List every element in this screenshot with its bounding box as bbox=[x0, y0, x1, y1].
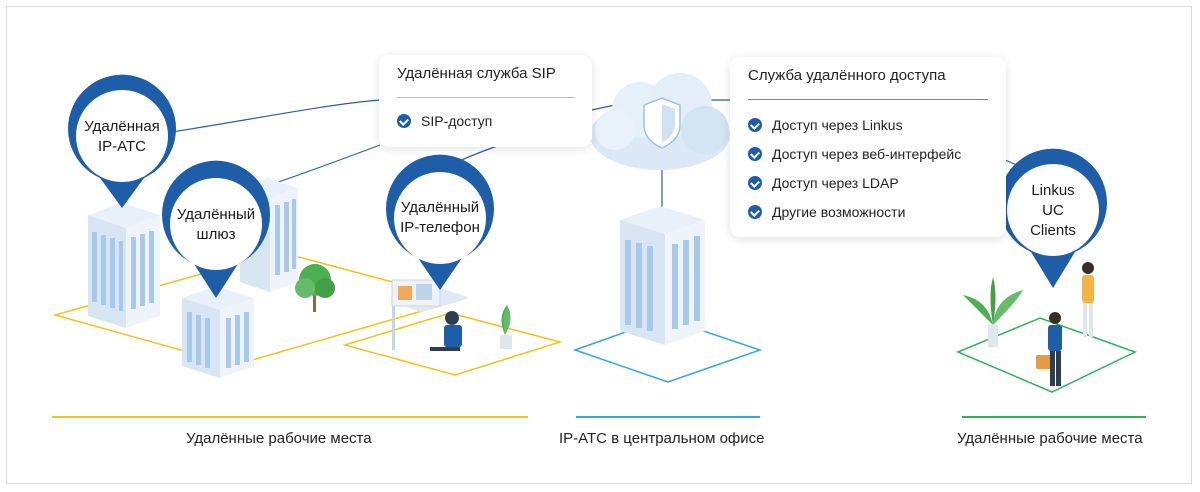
workspace-scene bbox=[390, 279, 512, 351]
card-divider bbox=[748, 99, 988, 100]
remote-pbx-building bbox=[88, 203, 160, 328]
card-item: Другие возможности bbox=[748, 204, 905, 220]
pin-label-line: Удалённый bbox=[400, 199, 480, 216]
check-icon bbox=[748, 176, 762, 190]
card-item-label: Другие возможности bbox=[772, 204, 906, 220]
office-building-small bbox=[182, 286, 254, 378]
sip-service-card: Удалённая служба SIP SIP-доступ bbox=[379, 55, 592, 147]
right-section-bar bbox=[962, 416, 1146, 418]
card-divider bbox=[397, 97, 575, 98]
caption-left: Удалённые рабочие места bbox=[186, 430, 372, 447]
remote-access-card: Служба удалённого доступа Доступ через L… bbox=[730, 57, 1006, 237]
card-item-label: Доступ через веб-интерфейс bbox=[772, 146, 962, 162]
check-icon bbox=[748, 147, 762, 161]
pin-label-line: Linkus bbox=[1031, 182, 1075, 199]
left-section-bar bbox=[52, 416, 528, 418]
check-icon bbox=[397, 114, 411, 128]
pin-label-line: IP-АТС bbox=[98, 138, 146, 155]
pin-label-line: Удалённый bbox=[176, 206, 256, 223]
pin-remote-pbx bbox=[68, 74, 176, 209]
check-icon bbox=[748, 118, 762, 132]
card-item: SIP-доступ bbox=[397, 113, 492, 129]
caption-center: IP-АТС в центральном офисе bbox=[559, 430, 765, 447]
card-item-label: Доступ через LDAP bbox=[772, 175, 899, 191]
card-title: Удалённая служба SIP bbox=[397, 65, 556, 82]
card-item: Доступ через LDAP bbox=[748, 175, 899, 191]
card-item-label: Доступ через Linkus bbox=[772, 117, 903, 133]
check-icon bbox=[748, 205, 762, 219]
pin-label-remote-pbx: Удалённая IP-АТС bbox=[72, 117, 172, 157]
pin-label-linkus: Linkus UC Clients bbox=[1003, 181, 1103, 241]
line-pbx-to-sip bbox=[171, 99, 381, 133]
pin-label-remote-gateway: Удалённый шлюз bbox=[166, 205, 266, 245]
pin-label-line: Удалённая bbox=[84, 118, 160, 135]
card-item: Доступ через Linkus bbox=[748, 117, 903, 133]
pin-label-line: шлюз bbox=[196, 226, 236, 243]
pin-linkus bbox=[998, 148, 1107, 288]
card-item: Доступ через веб-интерфейс bbox=[748, 146, 961, 162]
pin-label-line: UC bbox=[1042, 202, 1064, 219]
right-scene-people bbox=[963, 262, 1094, 386]
pin-label-line: Clients bbox=[1030, 222, 1076, 239]
pin-remote-gateway bbox=[162, 160, 271, 298]
caption-right: Удалённые рабочие места bbox=[957, 430, 1143, 447]
shield-icon bbox=[643, 97, 681, 149]
tree bbox=[295, 264, 335, 312]
center-section-bar bbox=[576, 416, 760, 418]
pin-label-remote-phone: Удалённый IP-телефон bbox=[385, 198, 495, 238]
pin-remote-phone bbox=[385, 154, 494, 290]
pin-label-line: IP-телефон bbox=[400, 219, 480, 236]
central-pbx-building bbox=[620, 206, 705, 345]
card-item-label: SIP-доступ bbox=[421, 113, 493, 129]
card-title: Служба удалённого доступа bbox=[748, 67, 946, 84]
